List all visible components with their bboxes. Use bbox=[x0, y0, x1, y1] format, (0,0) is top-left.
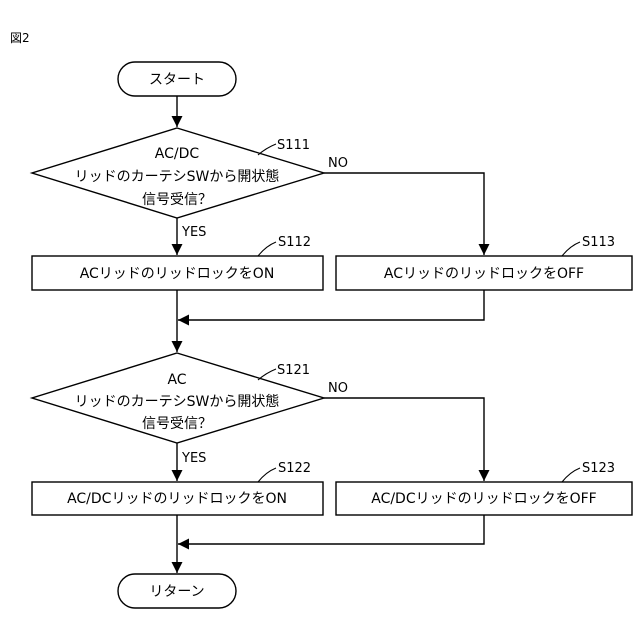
decision-s121-line-1: AC bbox=[167, 372, 186, 388]
flow-s123-merge bbox=[178, 515, 484, 544]
flow-s111-no bbox=[324, 173, 484, 255]
decision-s111-yes-label: YES bbox=[181, 225, 206, 240]
process-s112-step: S112 bbox=[278, 235, 311, 250]
process-s112-step-leader bbox=[258, 242, 276, 256]
figure-label: 図2 bbox=[10, 31, 30, 45]
flow-s113-merge bbox=[178, 290, 484, 320]
process-s113-step-leader bbox=[562, 242, 580, 256]
decision-s111: AC/DC リッドのカーテシSWから開状態 信号受信？ S111 bbox=[32, 128, 324, 218]
decision-s111-step-leader bbox=[258, 144, 276, 155]
end-label: リターン bbox=[149, 584, 204, 600]
process-s122-step-leader bbox=[258, 468, 276, 482]
decision-s111-step: S111 bbox=[277, 138, 310, 153]
decision-s121-step: S121 bbox=[277, 363, 310, 378]
decision-s111-line-2: リッドのカーテシSWから開状態 bbox=[75, 169, 280, 185]
start-terminal: スタート bbox=[118, 62, 236, 96]
process-s123-step-leader bbox=[562, 468, 580, 482]
decision-s121-no-label: NO bbox=[328, 381, 348, 396]
end-terminal: リターン bbox=[118, 574, 236, 608]
decision-s121-yes-label: YES bbox=[181, 451, 206, 466]
start-label: スタート bbox=[149, 72, 205, 88]
decision-s111-line-3: 信号受信？ bbox=[142, 192, 212, 208]
decision-s121-step-leader bbox=[258, 369, 276, 380]
decision-s111-no-label: NO bbox=[328, 156, 348, 171]
process-s122-label: AC/DCリッドのリッドロックをON bbox=[67, 491, 287, 507]
process-s123-label: AC/DCリッドのリッドロックをOFF bbox=[371, 491, 597, 507]
flow-s121-no bbox=[324, 398, 484, 481]
decision-s121-line-3: 信号受信？ bbox=[142, 416, 212, 432]
process-s123-step: S123 bbox=[582, 461, 615, 476]
process-s122-step: S122 bbox=[278, 461, 311, 476]
decision-s121: AC リッドのカーテシSWから開状態 信号受信？ S121 bbox=[32, 353, 324, 443]
decision-s111-line-1: AC/DC bbox=[155, 146, 200, 162]
process-s113-label: ACリッドのリッドロックをOFF bbox=[384, 266, 584, 282]
decision-s121-line-2: リッドのカーテシSWから開状態 bbox=[75, 394, 280, 410]
process-s113-step: S113 bbox=[582, 235, 615, 250]
process-s112-label: ACリッドのリッドロックをON bbox=[80, 266, 275, 282]
